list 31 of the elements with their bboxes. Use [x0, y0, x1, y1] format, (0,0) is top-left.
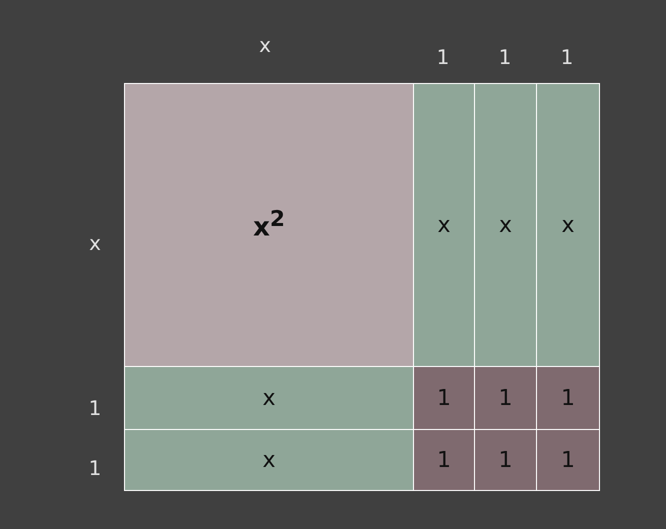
area-tile	[124, 429, 414, 491]
tile-label: x	[262, 386, 276, 410]
side-length-label: 1	[436, 45, 450, 69]
tile-label: 1	[561, 448, 575, 472]
area-tile	[124, 366, 414, 430]
area-tile	[124, 83, 414, 367]
area-tile	[413, 429, 475, 491]
side-length-label: x	[89, 231, 101, 255]
tile-label: x	[437, 212, 451, 238]
side-length-label: x	[259, 33, 271, 57]
side-length-label: 1	[560, 45, 574, 69]
tile-label: 1	[437, 386, 451, 410]
side-length-label: 1	[88, 456, 102, 480]
side-length-label: 1	[498, 45, 512, 69]
tile-label: 1	[437, 448, 451, 472]
tile-label: x$^{2}$	[253, 207, 285, 243]
area-tile	[413, 83, 475, 367]
area-tile	[474, 429, 537, 491]
area-tile	[413, 366, 475, 430]
side-length-label: 1	[88, 396, 102, 420]
tile-label: 1	[498, 448, 512, 472]
area-tile	[474, 83, 537, 367]
area-tile	[536, 83, 600, 367]
tile-label: 1	[498, 386, 512, 410]
tile-label: x	[561, 212, 575, 238]
area-tile	[536, 429, 600, 491]
area-tile	[474, 366, 537, 430]
area-tile	[536, 366, 600, 430]
tile-label: x	[498, 212, 512, 238]
tile-label: x	[262, 448, 276, 472]
tile-label: 1	[561, 386, 575, 410]
